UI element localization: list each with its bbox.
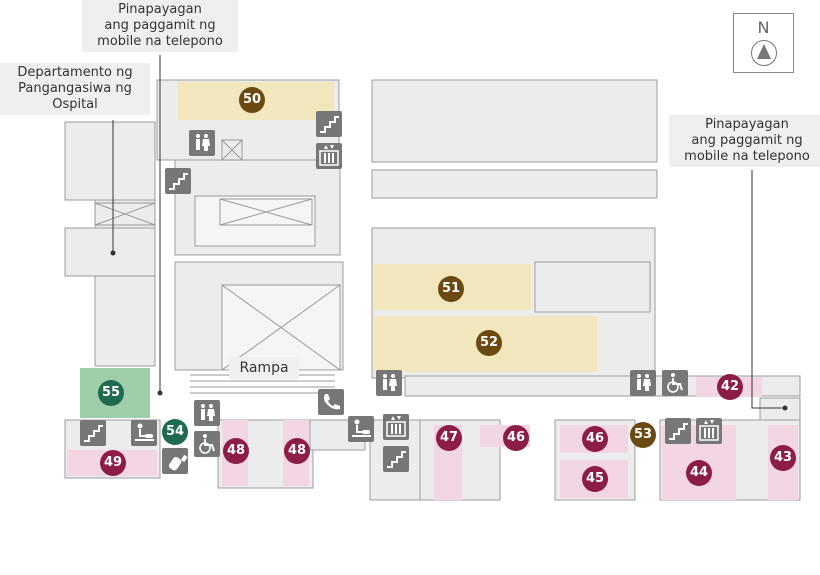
room-47[interactable]: 47	[436, 425, 462, 451]
label-hospital-admin: Departamento ng Pangangasiwa ng Ospital	[0, 63, 150, 115]
baby-changing-icon	[348, 416, 374, 442]
room-46-a[interactable]: 46	[582, 426, 608, 452]
room-53[interactable]: 53	[630, 422, 656, 448]
phone-icon	[318, 389, 344, 415]
room-51[interactable]: 51	[438, 276, 464, 302]
room-43[interactable]: 43	[770, 445, 796, 471]
restroom-icon	[194, 400, 220, 426]
stairs-icon	[665, 418, 691, 444]
room-49[interactable]: 49	[100, 450, 126, 476]
stairs-icon	[383, 446, 409, 472]
room-54[interactable]: 54	[162, 419, 188, 445]
label-mobile-phone-top: Pinapayagan ang paggamit ng mobile na te…	[82, 0, 238, 52]
stairs-icon	[80, 420, 106, 446]
room-42[interactable]: 42	[717, 374, 743, 400]
label-mobile-phone-right: Pinapayagan ang paggamit ng mobile na te…	[669, 115, 820, 167]
stairs-icon	[165, 168, 191, 194]
restroom-icon	[376, 370, 402, 396]
compass-north-label: N	[757, 18, 770, 37]
elevator-icon	[316, 143, 342, 169]
room-50[interactable]: 50	[239, 87, 265, 113]
label-ramp: Rampa	[229, 357, 299, 379]
elevator-icon	[383, 414, 409, 440]
room-48-b[interactable]: 48	[284, 438, 310, 464]
wheelchair-icon	[662, 370, 688, 396]
room-46-b[interactable]: 46	[503, 425, 529, 451]
nursing-bottle-icon	[162, 448, 188, 474]
wheelchair-icon	[194, 431, 220, 457]
elevator-icon	[696, 418, 722, 444]
stairs-icon	[316, 111, 342, 137]
room-52[interactable]: 52	[476, 330, 502, 356]
restroom-icon	[630, 370, 656, 396]
room-45[interactable]: 45	[582, 466, 608, 492]
restroom-icon	[189, 130, 215, 156]
compass-icon: N	[733, 13, 794, 73]
room-55[interactable]: 55	[98, 380, 124, 406]
room-44[interactable]: 44	[686, 460, 712, 486]
baby-changing-icon	[131, 420, 157, 446]
room-48-a[interactable]: 48	[223, 438, 249, 464]
